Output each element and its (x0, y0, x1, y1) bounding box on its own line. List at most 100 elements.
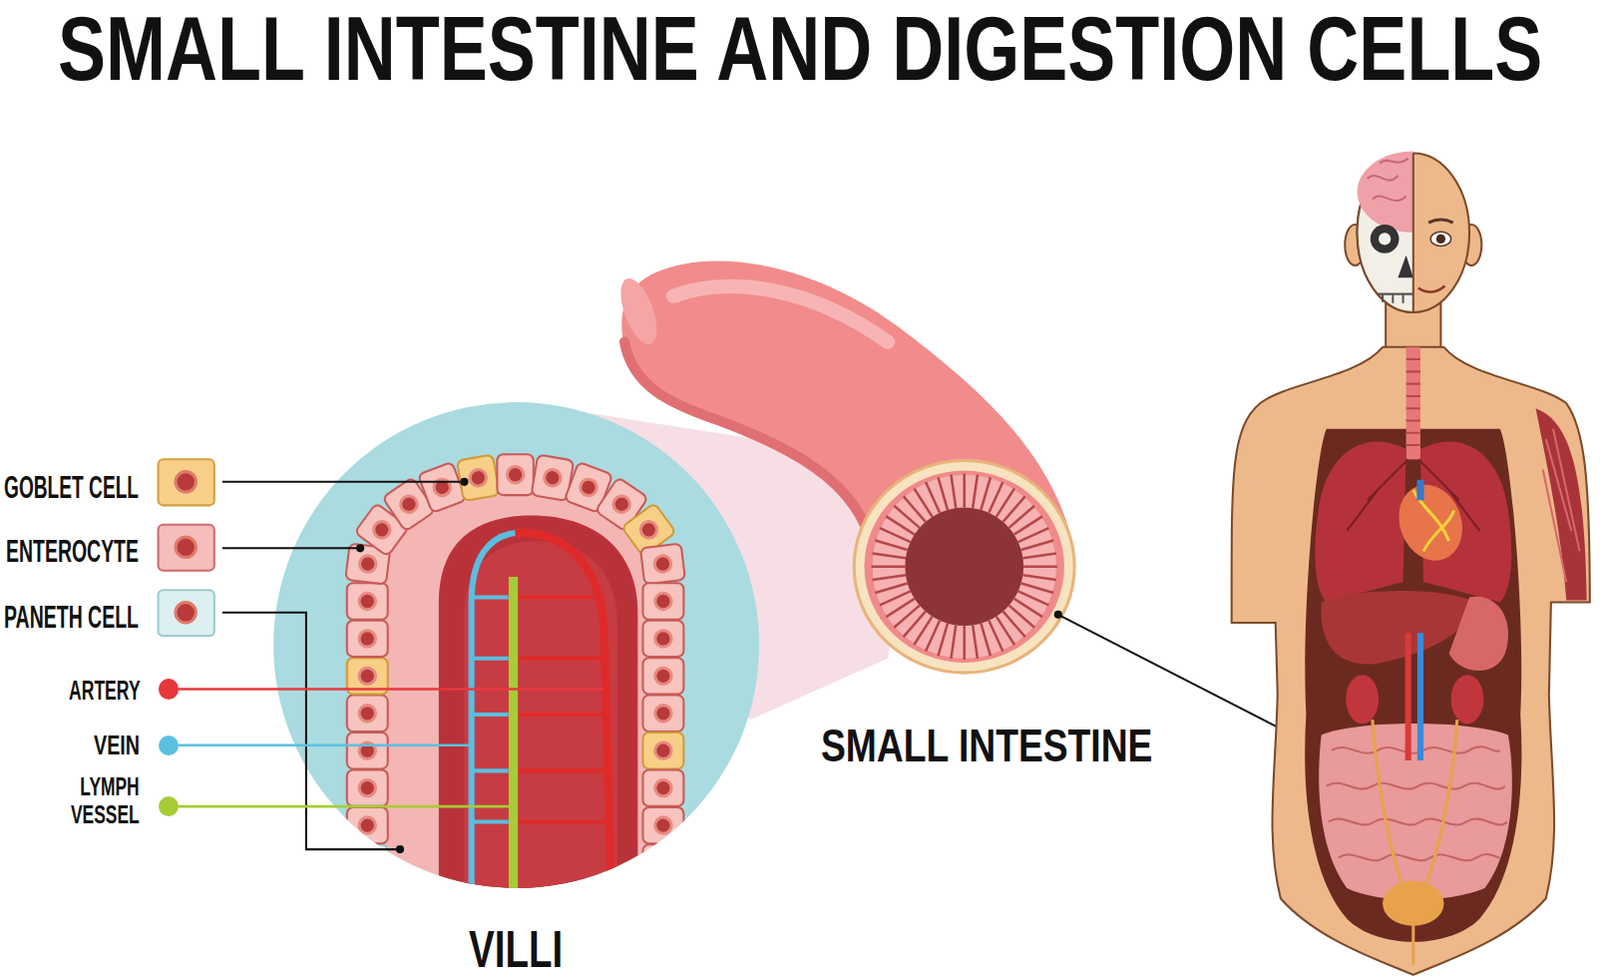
villi-ring (972, 624, 978, 658)
villi-ring (871, 473, 1058, 660)
villus-cell (496, 453, 533, 495)
capillaries (509, 768, 608, 773)
leader-dot (459, 477, 468, 486)
villus-cell (496, 453, 533, 495)
legend-swatch (158, 796, 179, 816)
capillaries (509, 594, 602, 599)
villi-ring (1022, 552, 1056, 558)
villus-cell (347, 620, 389, 657)
human-body (1428, 219, 1454, 223)
villus-cell (642, 657, 684, 694)
human-body (1378, 232, 1391, 245)
villi-ring (874, 540, 907, 551)
capillaries (509, 818, 609, 823)
intestine-cross-section (853, 459, 1075, 673)
cell-icons (158, 524, 215, 571)
legend-label: GOBLET CELL (3, 472, 139, 504)
legend-label: PANETH CELL (3, 602, 139, 634)
villus-cell (642, 806, 684, 843)
capillaries (471, 818, 511, 823)
villus-cell (347, 732, 389, 769)
human-body (1382, 880, 1444, 926)
villus-cell (456, 454, 500, 501)
human-body (1416, 479, 1424, 500)
leader-line (222, 546, 357, 549)
villus-cell (347, 582, 389, 619)
human-body (1406, 359, 1421, 445)
part-label: VILLI (468, 923, 563, 975)
colored-leader-line (178, 689, 605, 807)
villus-cell (577, 476, 599, 498)
legend-label: ENTEROCYTE (5, 536, 139, 568)
human-body (1231, 347, 1591, 975)
villus-cell (370, 517, 394, 541)
legend-swatch (158, 735, 179, 756)
human-body (1377, 294, 1414, 304)
villus-cell (359, 667, 376, 684)
villus-cell (642, 769, 684, 805)
villi-ring (937, 476, 948, 509)
villus-cell (506, 465, 523, 482)
villus-cell (431, 476, 453, 498)
villus-cell (642, 732, 684, 769)
human-body (1405, 632, 1412, 761)
villus-cell (347, 806, 389, 843)
villus-cell (655, 742, 672, 759)
human-body (1397, 255, 1413, 279)
villus-cell (347, 695, 389, 732)
villi-ring (962, 625, 966, 660)
cell-icons (158, 589, 215, 636)
villus-cell (642, 620, 684, 657)
villus-cell (642, 732, 684, 769)
leader-line (222, 481, 460, 849)
villus-cell (398, 492, 421, 516)
leader-line (222, 480, 460, 483)
vessel-leader-line (178, 743, 472, 747)
capillaries (509, 712, 607, 717)
villus-cell (655, 853, 672, 870)
vein-vessel (471, 532, 516, 929)
villus-cell (642, 620, 684, 657)
villus-cell (642, 806, 684, 843)
villus-cell (642, 843, 684, 880)
villus-cell (637, 517, 661, 541)
human-body (1388, 475, 1473, 570)
human-body (1370, 224, 1400, 254)
cell-icons (175, 602, 196, 623)
villus-cell (359, 630, 376, 647)
villi-ring (1021, 540, 1054, 551)
legend-label: ARTERY (68, 676, 141, 705)
diagram-title: SMALL INTESTINE AND DIGESTION CELLS (57, 3, 1543, 94)
human-body (1418, 285, 1446, 292)
intestine-cross-section (853, 459, 1075, 673)
villus-cell (655, 592, 672, 609)
legend-label: VEIN (93, 731, 140, 760)
villus-cell (359, 816, 376, 833)
villi-ring (972, 474, 978, 508)
villi-ring (879, 590, 911, 605)
villus-cell (359, 705, 376, 722)
villus-cell (347, 582, 389, 619)
villus-cell (642, 769, 684, 805)
human-body (1417, 632, 1424, 761)
human-body (1345, 674, 1379, 724)
human-body (1430, 231, 1451, 246)
capillaries (471, 596, 610, 821)
part-label: SMALL INTESTINE (820, 721, 1153, 769)
human-body (1314, 440, 1406, 602)
villi-ring (872, 574, 906, 580)
cell-icons (175, 536, 196, 557)
villus-cell (642, 881, 684, 918)
villus-cell (610, 492, 634, 516)
intestine-cross-section (904, 506, 1024, 626)
villi-ring (925, 481, 940, 513)
leader-dot (356, 477, 469, 853)
capillaries (471, 656, 511, 661)
villus-cell (542, 467, 562, 487)
villus-cell (347, 695, 389, 732)
villus-cell (642, 695, 684, 732)
villi-ring (937, 623, 948, 656)
human-body (1357, 150, 1414, 313)
